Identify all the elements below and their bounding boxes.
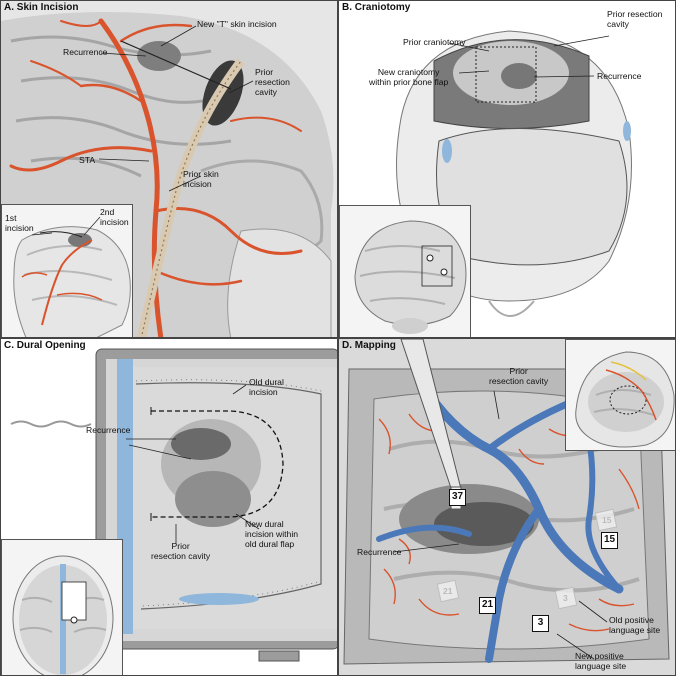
site-tag-15: 15 bbox=[601, 532, 618, 549]
dural-opening-illustration bbox=[10, 348, 337, 662]
prior-resection-cavity-label-b: Prior resection cavity bbox=[607, 9, 663, 29]
new-dural-incision-label: New dural incision within old dural flap bbox=[245, 519, 299, 549]
panel-d-inset-head bbox=[565, 339, 675, 451]
site-tag-3: 3 bbox=[532, 615, 549, 632]
prior-resection-cavity-label-d: Prior resection cavity bbox=[489, 366, 549, 386]
brain-lateral-illustration bbox=[354, 220, 467, 334]
panel-c-title: C. Dural Opening bbox=[4, 340, 86, 351]
prior-resection-cavity-label-c: Prior resection cavity bbox=[151, 541, 211, 561]
prior-craniotomy-label: Prior craniotomy bbox=[403, 37, 466, 47]
old-site-tag-15: 15 bbox=[602, 515, 612, 525]
old-site-tag-21: 21 bbox=[443, 586, 453, 596]
recurrence-label-d: Recurrence bbox=[357, 547, 402, 557]
new-positive-language-site-label: New positive language site bbox=[575, 651, 627, 671]
prior-skin-incision-label: Prior skin incision bbox=[183, 169, 219, 189]
brain-top-view-illustration bbox=[12, 555, 114, 675]
second-incision-label: 2nd incision bbox=[100, 207, 129, 227]
recurrence-label-a: Recurrence bbox=[63, 47, 108, 57]
old-dural-incision-label: Old dural incision bbox=[249, 377, 284, 397]
old-site-tag-3: 3 bbox=[563, 593, 568, 603]
panel-d-mapping: D. Mapping Prior resection cavity Recurr… bbox=[338, 338, 676, 676]
panel-b-title: B. Craniotomy bbox=[342, 2, 411, 13]
new-craniotomy-label: New craniotomy within prior bone flap bbox=[369, 67, 449, 87]
site-tag-21: 21 bbox=[479, 597, 496, 614]
site-tag-37: 37 bbox=[449, 489, 466, 506]
panel-a-inset-head: 1st incision 2nd incision bbox=[1, 204, 133, 337]
panel-c-inset-top-view bbox=[1, 539, 123, 675]
panel-b-craniotomy: B. Craniotomy Prior craniotomy Prior res… bbox=[338, 0, 676, 338]
prior-resection-cavity-label-a: Prior resection cavity bbox=[255, 67, 290, 97]
old-positive-language-site-label: Old positive language site bbox=[609, 615, 661, 635]
panel-a-title: A. Skin Incision bbox=[4, 2, 79, 13]
recurrence-label-c: Recurrence bbox=[86, 425, 131, 435]
new-t-incision-label: New "T" skin incision bbox=[197, 19, 277, 29]
panel-a-skin-incision: A. Skin Incision New "T" skin incision R… bbox=[0, 0, 338, 338]
panel-b-inset-brain bbox=[339, 205, 471, 337]
sta-label: STA bbox=[79, 155, 96, 165]
panel-c-dural-opening: C. Dural Opening Old dural incision Recu… bbox=[0, 338, 338, 676]
first-incision-label: 1st incision bbox=[5, 213, 34, 233]
head-profile-illustration bbox=[13, 216, 131, 337]
recurrence-label-b: Recurrence bbox=[597, 71, 642, 81]
panel-d-title: D. Mapping bbox=[342, 340, 396, 351]
head-oblique-illustration bbox=[575, 351, 675, 448]
